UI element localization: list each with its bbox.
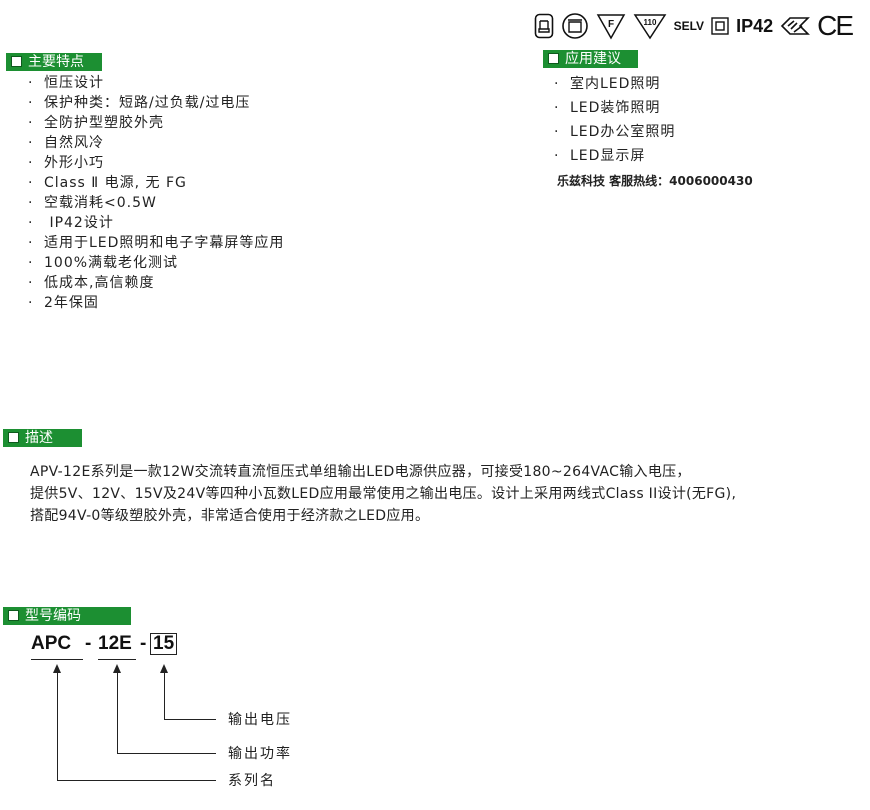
model-code-title: 型号编码 [25, 608, 81, 624]
voltage-label: 输出电压 [228, 712, 292, 728]
list-item: ·Class Ⅱ 电源, 无 FG [28, 175, 187, 191]
list-item: ·LED办公室照明 [554, 124, 676, 140]
applications-header: 应用建议 [543, 50, 638, 68]
list-item: ·室内LED照明 [554, 76, 661, 92]
description-header: 描述 [3, 429, 82, 447]
features-title: 主要特点 [28, 54, 84, 70]
series-code: APC [31, 633, 72, 654]
connector-line [164, 672, 165, 719]
list-item: ·外形小巧 [28, 155, 104, 171]
list-item: ·2年保固 [28, 295, 99, 311]
series-label: 系列名 [228, 773, 276, 789]
square-bullet-icon [8, 610, 19, 621]
f-triangle-icon: F [596, 12, 626, 40]
list-item: ·LED装饰照明 [554, 100, 661, 116]
list-item: ·100%满载老化测试 [28, 255, 179, 271]
description-line: 提供5V、12V、15V及24V等四种小瓦数LED应用最常使用之输出电压。设计上… [30, 486, 737, 502]
110-triangle-icon: 110 [633, 12, 667, 40]
square-bullet-icon [8, 432, 19, 443]
series-underline [31, 659, 83, 660]
code-separator: - [140, 633, 147, 654]
list-item: ·自然风冷 [28, 135, 104, 151]
power-label: 输出功率 [228, 746, 292, 762]
arrow-up-icon [113, 664, 121, 673]
power-code: 12E [98, 633, 132, 654]
list-item: ·保护种类：短路/过负载/过电压 [28, 95, 251, 111]
power-underline [98, 659, 136, 660]
f-mark-text: F [608, 19, 614, 30]
description-line: APV-12E系列是一款12W交流转直流恒压式单组输出LED电源供应器，可接受1… [30, 464, 691, 480]
hotline-text: 乐兹科技 客服热线：4006000430 [557, 174, 753, 188]
features-header: 主要特点 [6, 53, 102, 71]
certification-marks: F 110 SELV IP42 CE [534, 10, 854, 42]
list-item: ·恒压设计 [28, 75, 104, 91]
list-item: ·空载消耗<0.5W [28, 195, 157, 211]
voltage-code: 15 [150, 633, 178, 655]
connector-line [117, 753, 216, 754]
list-item: ·LED显示屏 [554, 148, 646, 164]
arrow-up-icon [53, 664, 61, 673]
connector-line [164, 719, 216, 720]
ip-rating-mark: IP42 [736, 15, 774, 36]
description-title: 描述 [25, 430, 53, 446]
arrow-up-icon [160, 664, 168, 673]
square-bullet-icon [548, 53, 559, 64]
applications-title: 应用建议 [565, 51, 621, 67]
lamp-in-box-icon [534, 13, 554, 39]
rcm-icon [780, 15, 811, 37]
list-item: · IP42设计 [28, 215, 114, 231]
lamp-icon [561, 12, 589, 40]
applications-list: ·室内LED照明 ·LED装饰照明 ·LED办公室照明 ·LED显示屏 [554, 72, 675, 168]
model-code-header: 型号编码 [3, 607, 131, 625]
double-square-icon [711, 17, 729, 35]
list-item: ·适用于LED照明和电子字幕屏等应用 [28, 235, 285, 251]
connector-line [117, 672, 118, 753]
features-list: ·恒压设计 ·保护种类：短路/过负载/过电压 ·全防护型塑胶外壳 ·自然风冷 ·… [28, 73, 284, 313]
connector-line [57, 672, 58, 780]
description-line: 搭配94V-0等级塑胶外壳，非常适合使用于经济款之LED应用。 [30, 508, 430, 524]
list-item: ·低成本,高信赖度 [28, 275, 155, 291]
code-separator: - [85, 633, 92, 654]
ce-icon: CE [817, 10, 854, 41]
connector-line [57, 780, 216, 781]
temp-mark-text: 110 [643, 18, 656, 27]
square-bullet-icon [11, 56, 22, 67]
description-body: APV-12E系列是一款12W交流转直流恒压式单组输出LED电源供应器，可接受1… [30, 461, 736, 527]
selv-mark: SELV [673, 19, 705, 33]
list-item: ·全防护型塑胶外壳 [28, 115, 164, 131]
